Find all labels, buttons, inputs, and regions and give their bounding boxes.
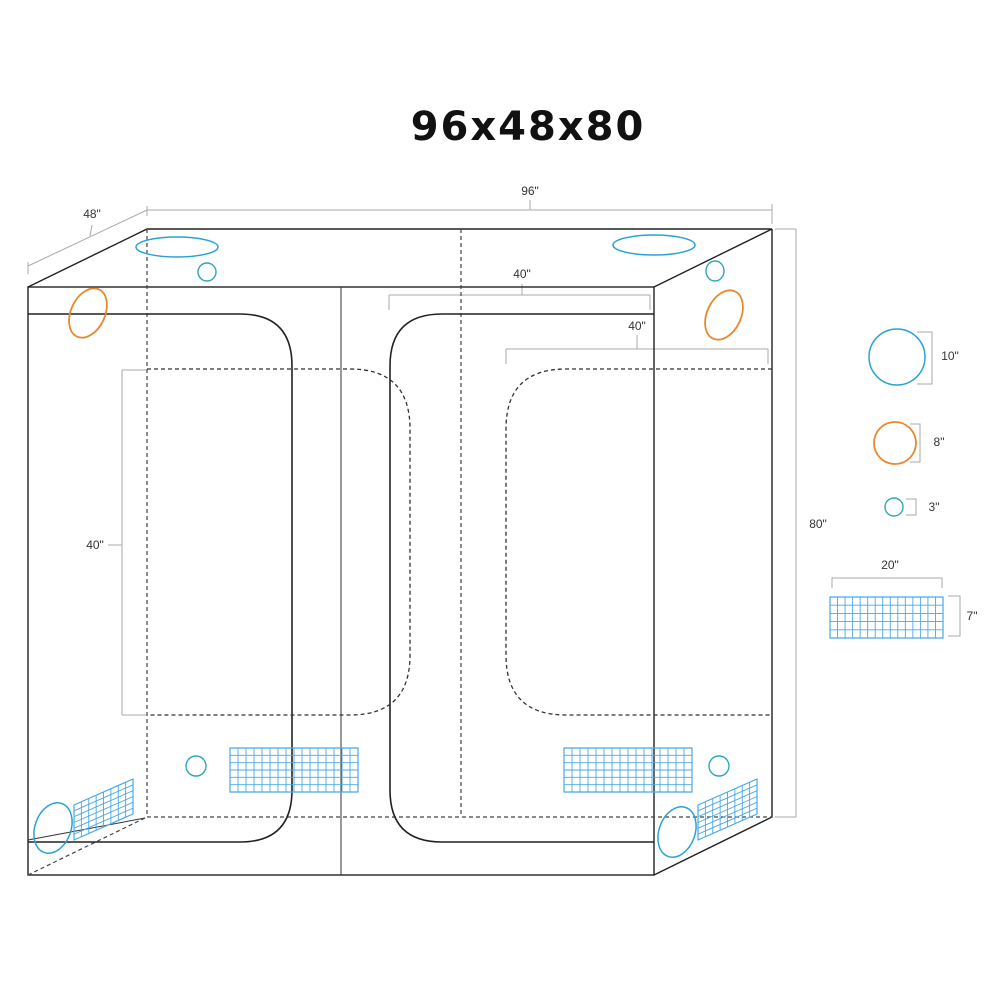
legend-vent-width-label: 20" — [881, 558, 899, 572]
top-port-3-right — [705, 260, 725, 282]
top-duct-10-left — [135, 236, 219, 258]
right-side-duct-8 — [704, 289, 744, 341]
right-side-vent — [697, 778, 758, 841]
width-label: 96" — [521, 184, 539, 198]
back-port-3-right — [708, 755, 730, 777]
right-side-duct-10 — [657, 806, 697, 858]
door-right-width-label: 40" — [628, 319, 646, 333]
tent-ports — [33, 234, 744, 858]
back-vent-right — [563, 747, 693, 793]
door-top-width-label: 40" — [513, 267, 531, 281]
page-title: 96x48x80 — [411, 104, 646, 150]
legend-duct-10: 10" — [868, 328, 959, 386]
left-side-duct-10 — [33, 802, 73, 854]
front-doors — [28, 313, 654, 843]
legend-port-3: 3" — [884, 497, 940, 517]
door-left-height-label: 40" — [86, 538, 104, 552]
legend-vent-window: 20" 7" — [831, 558, 978, 637]
legend-duct-8: 8" — [873, 421, 945, 465]
top-port-3-left — [197, 262, 217, 282]
vent-meshes — [73, 596, 944, 841]
back-vent-left — [229, 747, 359, 793]
left-side-duct-8 — [68, 287, 108, 339]
height-label: 80" — [809, 517, 827, 531]
legend-duct-10-label: 10" — [941, 349, 959, 363]
back-port-3-left — [185, 755, 207, 777]
left-side-vent — [73, 778, 134, 841]
back-door-outlines — [147, 368, 772, 716]
legend: 10" 8" 3" 20" 7" — [831, 328, 978, 637]
legend-vent-mesh — [829, 596, 944, 639]
depth-label: 48" — [83, 207, 101, 221]
legend-vent-height-label: 7" — [967, 609, 978, 623]
legend-port-3-label: 3" — [929, 500, 940, 514]
dimension-lines — [27, 200, 797, 818]
legend-duct-8-label: 8" — [934, 435, 945, 449]
top-duct-10-right — [612, 234, 696, 256]
